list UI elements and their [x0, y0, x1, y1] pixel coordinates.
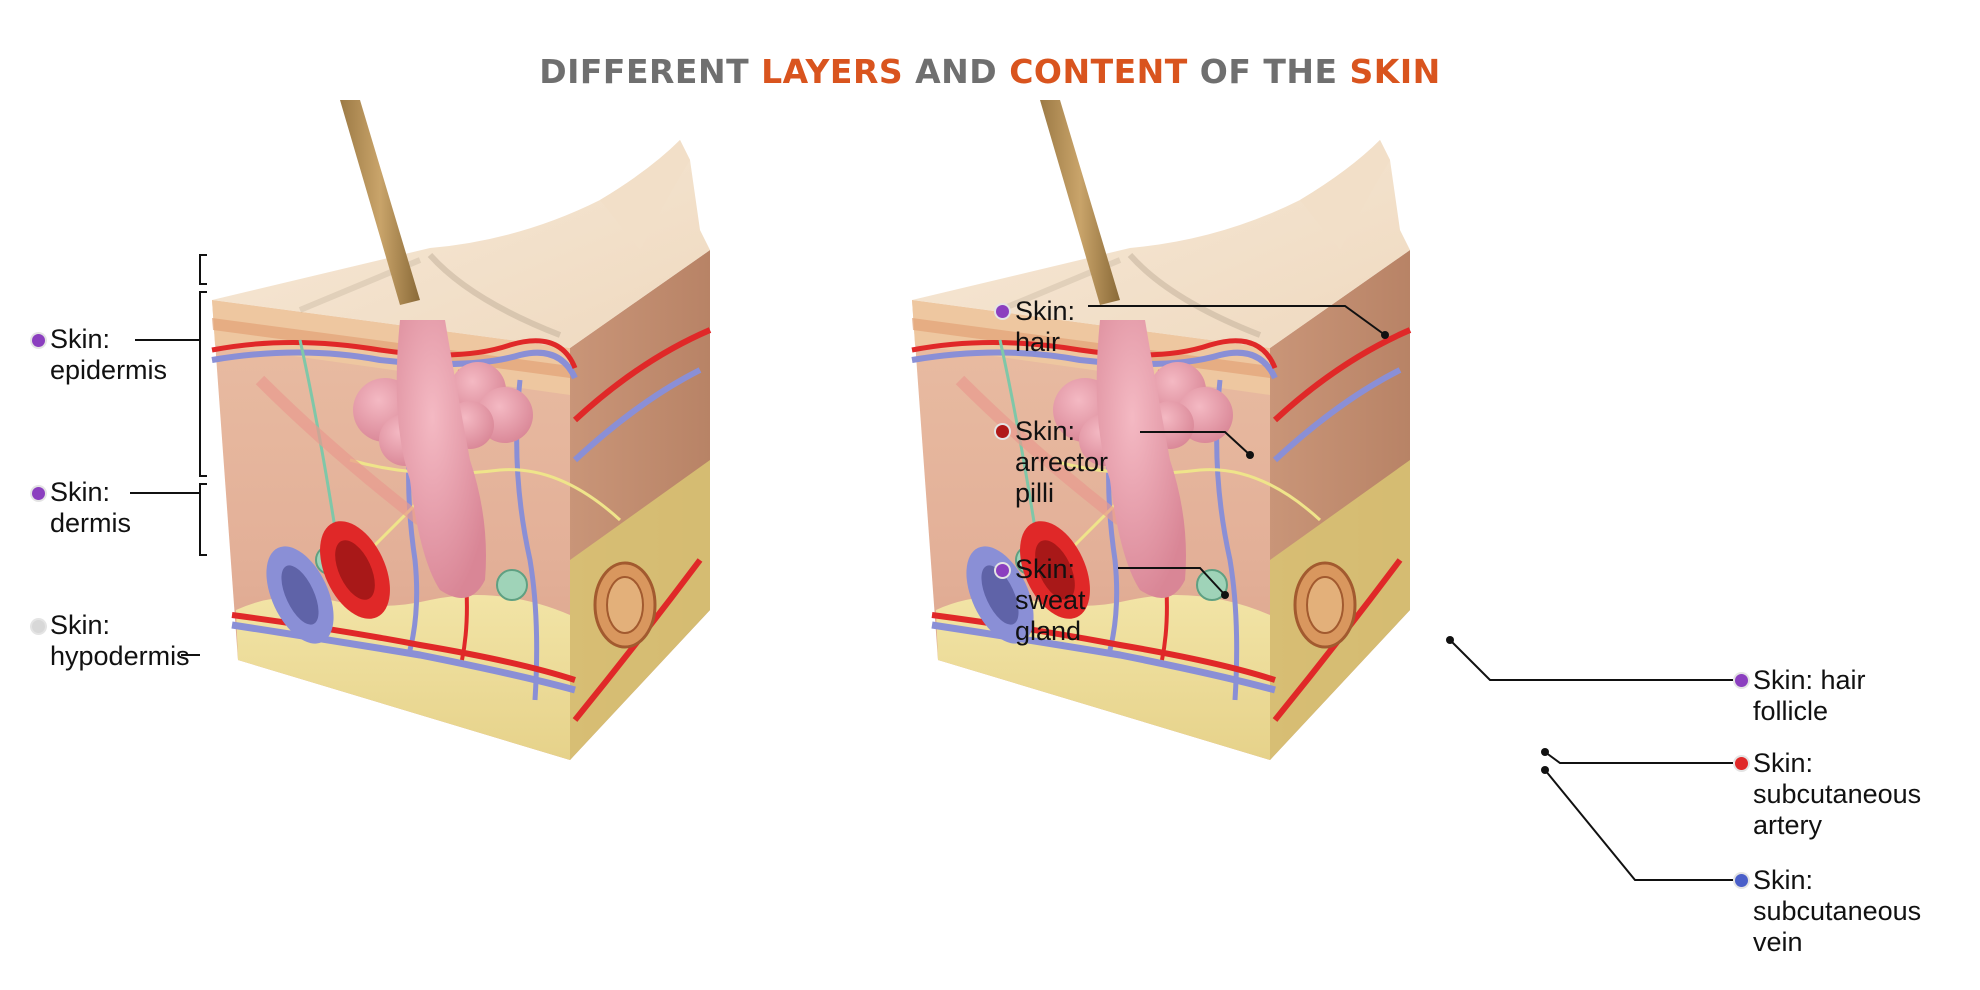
- epidermis-marker-dot: [32, 334, 45, 347]
- dermis-marker-dot: [32, 487, 45, 500]
- right-leader-endpoints: [1221, 331, 1549, 774]
- subcutaneous-vein-marker-dot: [1735, 874, 1748, 887]
- left-leader-lines: [130, 254, 207, 656]
- title-word-skin: SKIN: [1349, 52, 1441, 91]
- label-subcutaneous-artery: Skin: subcutaneous artery: [1753, 748, 1922, 840]
- arrector-pilli-marker-dot: [996, 425, 1009, 438]
- sweat-gland-marker-dot: [996, 564, 1009, 577]
- label-hair: Skin: hair: [1015, 296, 1076, 357]
- hair-marker-dot: [996, 305, 1009, 318]
- label-dermis: Skin: dermis: [50, 477, 132, 538]
- right-leader-lines: [1088, 305, 1733, 881]
- skin-block-content: [912, 100, 1410, 760]
- label-arrector-pilli: Skin: arrector pilli: [1015, 416, 1109, 508]
- label-hypodermis: Skin: hypodermis: [50, 610, 190, 671]
- label-epidermis: Skin: epidermis: [50, 324, 168, 385]
- hypodermis-marker-dot: [32, 620, 45, 633]
- skin-block-layers: [212, 100, 710, 760]
- label-sweat-gland: Skin: sweat gland: [1015, 554, 1086, 646]
- hair-follicle-marker-dot: [1735, 674, 1748, 687]
- title-word-of-the: OF THE: [1199, 52, 1338, 91]
- label-subcutaneous-vein: Skin: subcutaneous vein: [1753, 865, 1922, 957]
- title-word-different: DIFFERENT: [539, 52, 750, 91]
- diagram-title: DIFFERENT LAYERS AND CONTENT OF THE SKIN: [0, 52, 1980, 91]
- label-hair-follicle: Skin: hair follicle: [1753, 665, 1866, 726]
- subcutaneous-artery-marker-dot: [1735, 757, 1748, 770]
- title-word-and: AND: [915, 52, 998, 91]
- title-word-layers: LAYERS: [761, 52, 904, 91]
- title-word-content: CONTENT: [1009, 52, 1188, 91]
